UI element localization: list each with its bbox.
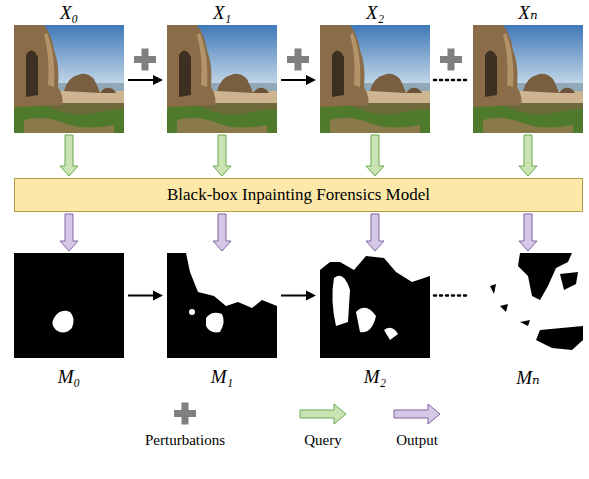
input-image: X₂: [320, 25, 430, 133]
mask-m2: [320, 253, 430, 358]
legend-text: Perturbations: [145, 432, 225, 449]
output-mask: M₀: [14, 253, 124, 358]
image-label: X₂: [366, 2, 384, 24]
perturbation-symbols: [134, 49, 462, 425]
mask-m0: [14, 253, 124, 358]
photo-x2: [320, 25, 430, 133]
output-mask: Mₙ: [473, 253, 583, 358]
mask-m1: [167, 253, 277, 358]
query-arrow: [366, 135, 384, 176]
sequence-arrow: [281, 75, 316, 85]
query-arrow: [60, 135, 78, 176]
query-arrow: [519, 135, 537, 176]
mask-label: M₂: [364, 366, 386, 388]
output-arrow: [213, 214, 231, 251]
mask-label: M₁: [211, 366, 233, 388]
output-mask: M₁: [167, 253, 277, 358]
sequence-arrow: [434, 80, 469, 81]
input-image: X₁: [167, 25, 277, 133]
output-arrow: [519, 214, 537, 251]
mask-label: M₀: [58, 366, 80, 388]
photo-xn: [473, 25, 583, 133]
output-mask: M₂: [320, 253, 430, 358]
model-title: Black-box Inpainting Forensics Model: [167, 185, 430, 205]
sequence-arrow: [128, 291, 163, 301]
image-label: X₀: [60, 2, 78, 24]
legend-text: Output: [396, 432, 438, 449]
sequence-arrow: [281, 291, 316, 301]
sequence-arrow: [434, 295, 469, 296]
output-arrow: [366, 214, 384, 251]
photo-x1: [167, 25, 277, 133]
legend-arrows: [300, 404, 440, 424]
model-band: Black-box Inpainting Forensics Model: [14, 178, 583, 212]
input-image: Xₙ: [473, 25, 583, 133]
legend-text: Query: [304, 432, 342, 449]
output-arrow: [60, 214, 78, 251]
image-label: Xₙ: [518, 1, 537, 24]
query-arrow: [213, 135, 231, 176]
photo-x0: [14, 25, 124, 133]
input-image: X₀: [14, 25, 124, 133]
sequence-arrow: [128, 75, 163, 85]
image-label: X₁: [213, 2, 231, 24]
mask-label: Mₙ: [516, 366, 540, 389]
mask-mn: [473, 253, 583, 358]
